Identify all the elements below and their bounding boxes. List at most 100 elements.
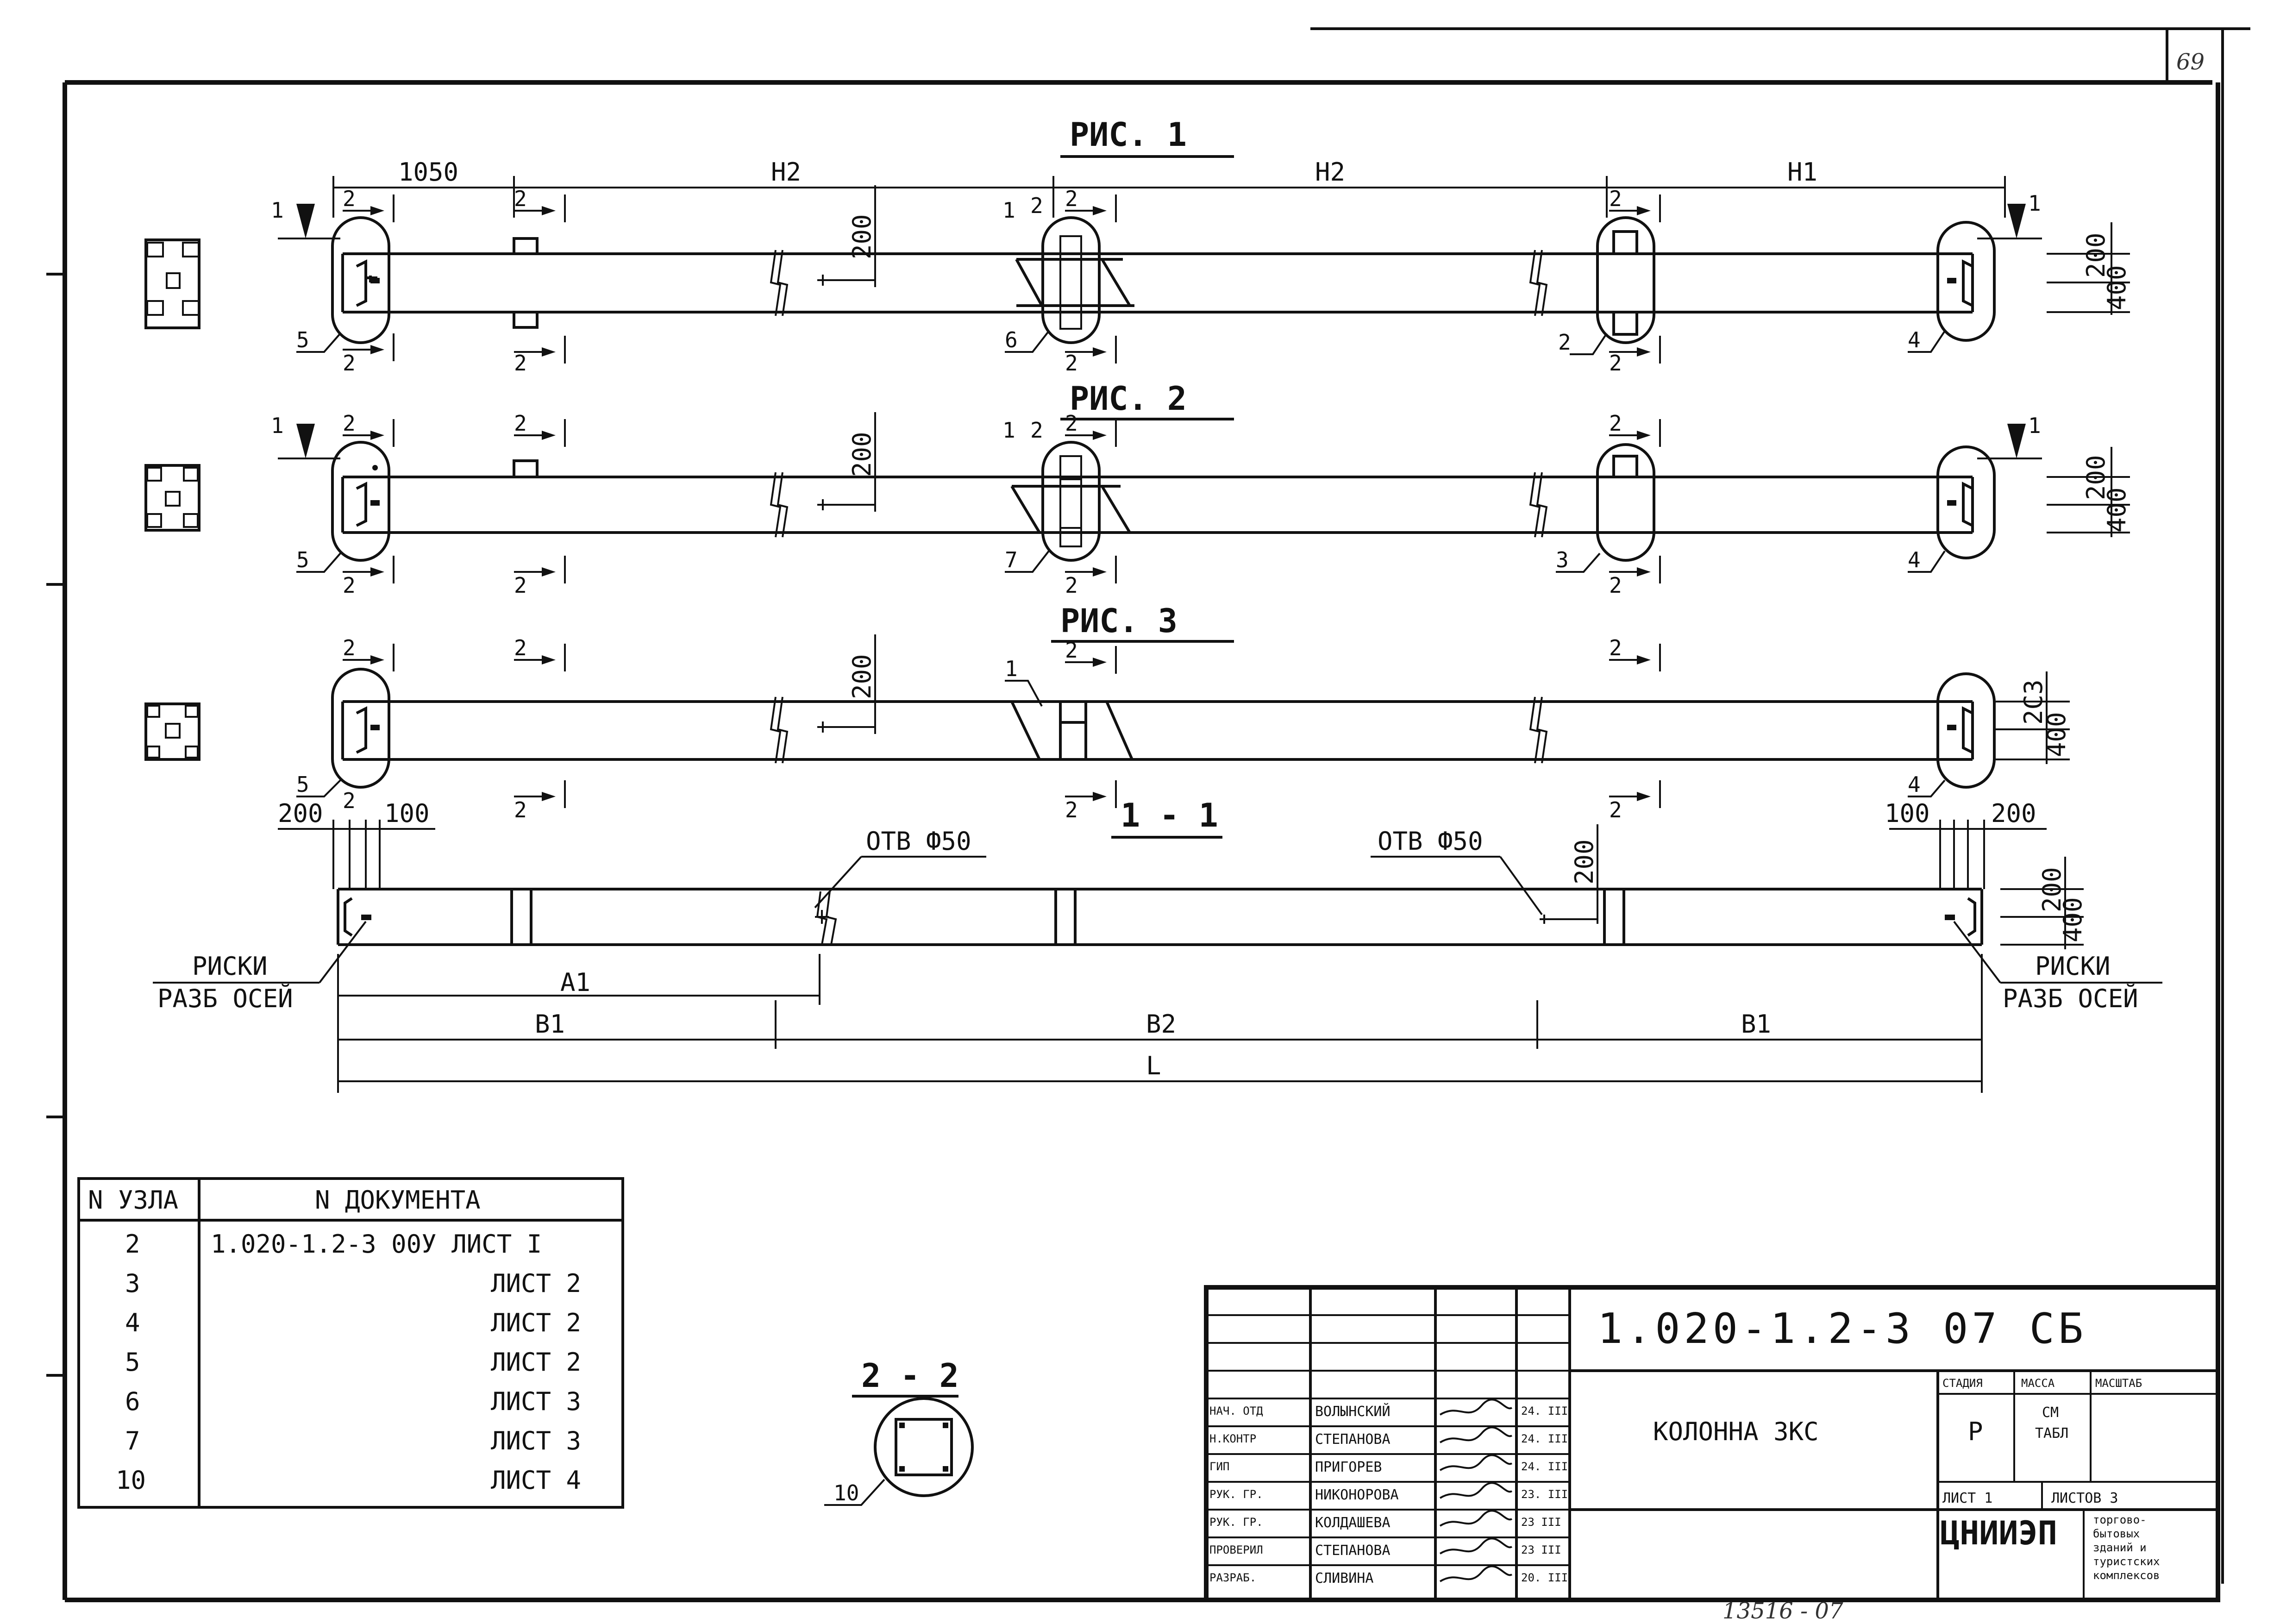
callout-2-f3-a: 2 xyxy=(343,635,356,660)
staff-row-6: ПРОВЕРИЛ СТЕПАНОВА 23 III xyxy=(1209,1537,1561,1559)
dim-h2-b: H2 xyxy=(1315,157,1345,187)
callout-2-f1-i: 2 xyxy=(1609,351,1622,376)
figure-1: РИС. 1 1050 H2 H2 H1 xyxy=(271,116,2131,376)
callout-1-f2-node: 1 xyxy=(1002,418,1015,443)
marks-note-right-1: РИСКИ xyxy=(2035,952,2111,981)
staff-role: НАЧ. ОТД xyxy=(1209,1405,1263,1417)
hole-note-right: ОТВ Ф50 xyxy=(1378,827,1483,856)
node-table-row-6-doc: ЛИСТ 3 xyxy=(491,1426,581,1455)
dim-b2: В2 xyxy=(1146,1010,1176,1039)
dim-h1: H1 xyxy=(1787,157,1817,187)
dim-a1: А1 xyxy=(560,968,590,997)
callout-2-f3-d: 2 xyxy=(1609,635,1622,660)
staff-row-5: РУК. ГР. КОЛДАШЕВА 23 III xyxy=(1209,1510,1561,1531)
stage-value: Р xyxy=(1968,1417,1983,1446)
marks-note-left-1: РИСКИ xyxy=(192,952,268,981)
callout-3-f2: 3 xyxy=(1556,547,1569,572)
bottom-note: 13516 - 07 xyxy=(1723,1598,1843,1624)
callout-2-f3-h: 2 xyxy=(1609,797,1622,822)
node-table-row-7-node: 10 xyxy=(116,1466,146,1495)
staff-name: СТЕПАНОВА xyxy=(1315,1542,1391,1559)
node-table-row-7-doc: ЛИСТ 4 xyxy=(491,1466,581,1495)
callout-2-f1-f: 2 xyxy=(343,351,356,376)
product-name: КОЛОННА 3КС xyxy=(1653,1417,1819,1446)
hole-note-left: ОТВ Ф50 xyxy=(866,827,971,856)
callout-2-f2-e: 2 xyxy=(1609,411,1622,436)
cross-section-symbol-2 xyxy=(144,464,200,532)
staff-date: 23 III xyxy=(1521,1516,1561,1529)
node-table-row-6-node: 7 xyxy=(125,1426,140,1455)
node-table-row-5-node: 6 xyxy=(125,1387,140,1416)
staff-name: СТЕПАНОВА xyxy=(1315,1431,1391,1448)
callout-1-right: 1 xyxy=(2028,191,2041,216)
staff-name: ПРИГОРЕВ xyxy=(1315,1459,1382,1475)
dim-400-s11-right-v: 400 xyxy=(2058,897,2087,942)
mass-header: МАССА xyxy=(2021,1377,2055,1390)
callout-2-f2-a: 2 xyxy=(343,411,356,436)
callout-2-f3-c: 2 xyxy=(1065,638,1078,663)
dim-200-fig2-right: 200 xyxy=(2081,455,2111,500)
figure-2-title: РИС. 2 xyxy=(1070,380,1187,418)
section-2-2: 2 - 2 10 xyxy=(824,1357,974,1506)
cross-section-symbol-3 xyxy=(144,702,200,761)
node-table-col-node: N УЗЛА xyxy=(88,1185,178,1215)
staff-name: КОЛДАШЕВА xyxy=(1315,1515,1391,1531)
staff-role: РАЗРАБ. xyxy=(1209,1571,1256,1584)
callout-5-f2: 5 xyxy=(296,547,309,572)
callout-2-f3-g: 2 xyxy=(1065,797,1078,822)
cut-2-marks-fig3 xyxy=(343,644,1661,808)
section-2-2-title: 2 - 2 xyxy=(861,1357,959,1395)
marks-note-left-2: РАЗБ ОСЕЙ xyxy=(157,984,293,1013)
dim-200-fig2-mid: 200 xyxy=(847,432,877,477)
callout-2-f1-j: 2 xyxy=(1558,330,1571,355)
sheet-number: ЛИСТ 1 xyxy=(1942,1490,1992,1506)
callout-2-f2-b: 2 xyxy=(514,411,527,436)
dim-100-s11-left: 100 xyxy=(384,799,430,828)
document-code: 1.020-1.2-3 07 СБ xyxy=(1597,1304,2087,1353)
node-table-row-3-doc: ЛИСТ 2 xyxy=(491,1308,581,1337)
callout-4-f1: 4 xyxy=(1908,327,1921,352)
node-table-row-5-doc: ЛИСТ 3 xyxy=(491,1387,581,1416)
cut-2-marks-fig2 xyxy=(343,419,1661,583)
scale-header: МАСШТАБ xyxy=(2095,1377,2142,1390)
callout-4-f2: 4 xyxy=(1908,547,1921,572)
staff-role: РУК. ГР. xyxy=(1209,1488,1263,1501)
dim-400-fig2-right: 400 xyxy=(2102,487,2131,533)
staff-name: НИКОНОРОВА xyxy=(1315,1487,1399,1503)
staff-role: ГИП xyxy=(1209,1460,1229,1473)
callout-2-f2-h: 2 xyxy=(1065,573,1078,598)
callout-2-f2-f: 2 xyxy=(343,573,356,598)
dim-200-fig1-right: 200 xyxy=(2081,232,2111,278)
cut-2-marks-fig1 xyxy=(343,194,1661,364)
section-1-1-title: 1 - 1 xyxy=(1121,796,1218,834)
callout-2-f3-e: 2 xyxy=(343,788,356,813)
callout-4-f3: 4 xyxy=(1908,772,1921,797)
node-table-row-3-node: 4 xyxy=(125,1308,140,1337)
dim-200-s11-left: 200 xyxy=(278,799,323,828)
staff-date: 24. III xyxy=(1521,1432,1568,1445)
dim-h2-a: H2 xyxy=(771,157,801,187)
org-line-3: зданий и xyxy=(2093,1541,2147,1554)
figure-3-title: РИС. 3 xyxy=(1060,602,1178,640)
mass-value-2: ТАБЛ xyxy=(2035,1425,2068,1442)
callout-2-f1-c: 2 xyxy=(1030,193,1043,218)
node-table-row-1-doc: 1.020-1.2-3 00У ЛИСТ I xyxy=(211,1229,542,1259)
marks-note-right-2: РАЗБ ОСЕЙ xyxy=(2003,984,2138,1013)
figure-1-title: РИС. 1 xyxy=(1070,116,1187,154)
callout-1-f2-left: 1 xyxy=(271,413,284,438)
dim-l: L xyxy=(1146,1051,1161,1080)
mass-value-1: СМ xyxy=(2042,1405,2059,1421)
staff-row-4: РУК. ГР. НИКОНОРОВА 23. III xyxy=(1209,1482,1568,1503)
dim-200-s11-mid: 200 xyxy=(1570,839,1599,884)
callout-2-f2-g: 2 xyxy=(514,573,527,598)
callout-2-f3-f: 2 xyxy=(514,797,527,822)
callout-1-left: 1 xyxy=(271,198,284,223)
callout-2-f1-g: 2 xyxy=(514,351,527,376)
dim-400-fig1-right: 400 xyxy=(2102,265,2131,310)
section-1-1: 1 - 1 200 100 100 200 xyxy=(153,796,2162,1093)
staff-name: ВОЛЫНСКИЙ xyxy=(1315,1403,1391,1420)
org-line-5: комплексов xyxy=(2093,1569,2160,1582)
organization: ЦНИИЭП xyxy=(1940,1514,2057,1552)
callout-1-f3: 1 xyxy=(1005,656,1018,681)
